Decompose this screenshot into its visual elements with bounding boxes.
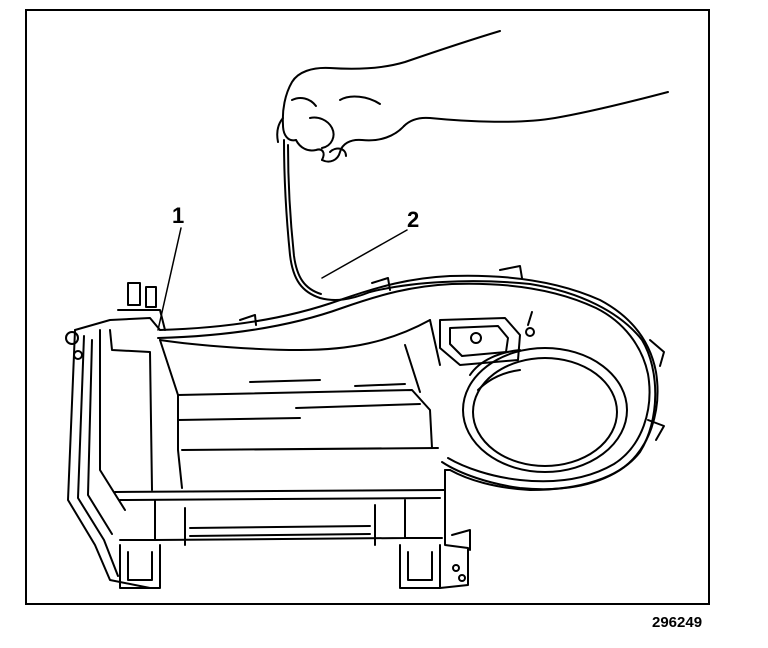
callout-1-label: 1 (172, 203, 185, 228)
callout-2-label: 2 (407, 207, 420, 232)
hand-illustration (277, 31, 668, 162)
figure-number: 296249 (652, 614, 703, 631)
leader-lines (158, 228, 407, 330)
module-housing (66, 266, 664, 588)
